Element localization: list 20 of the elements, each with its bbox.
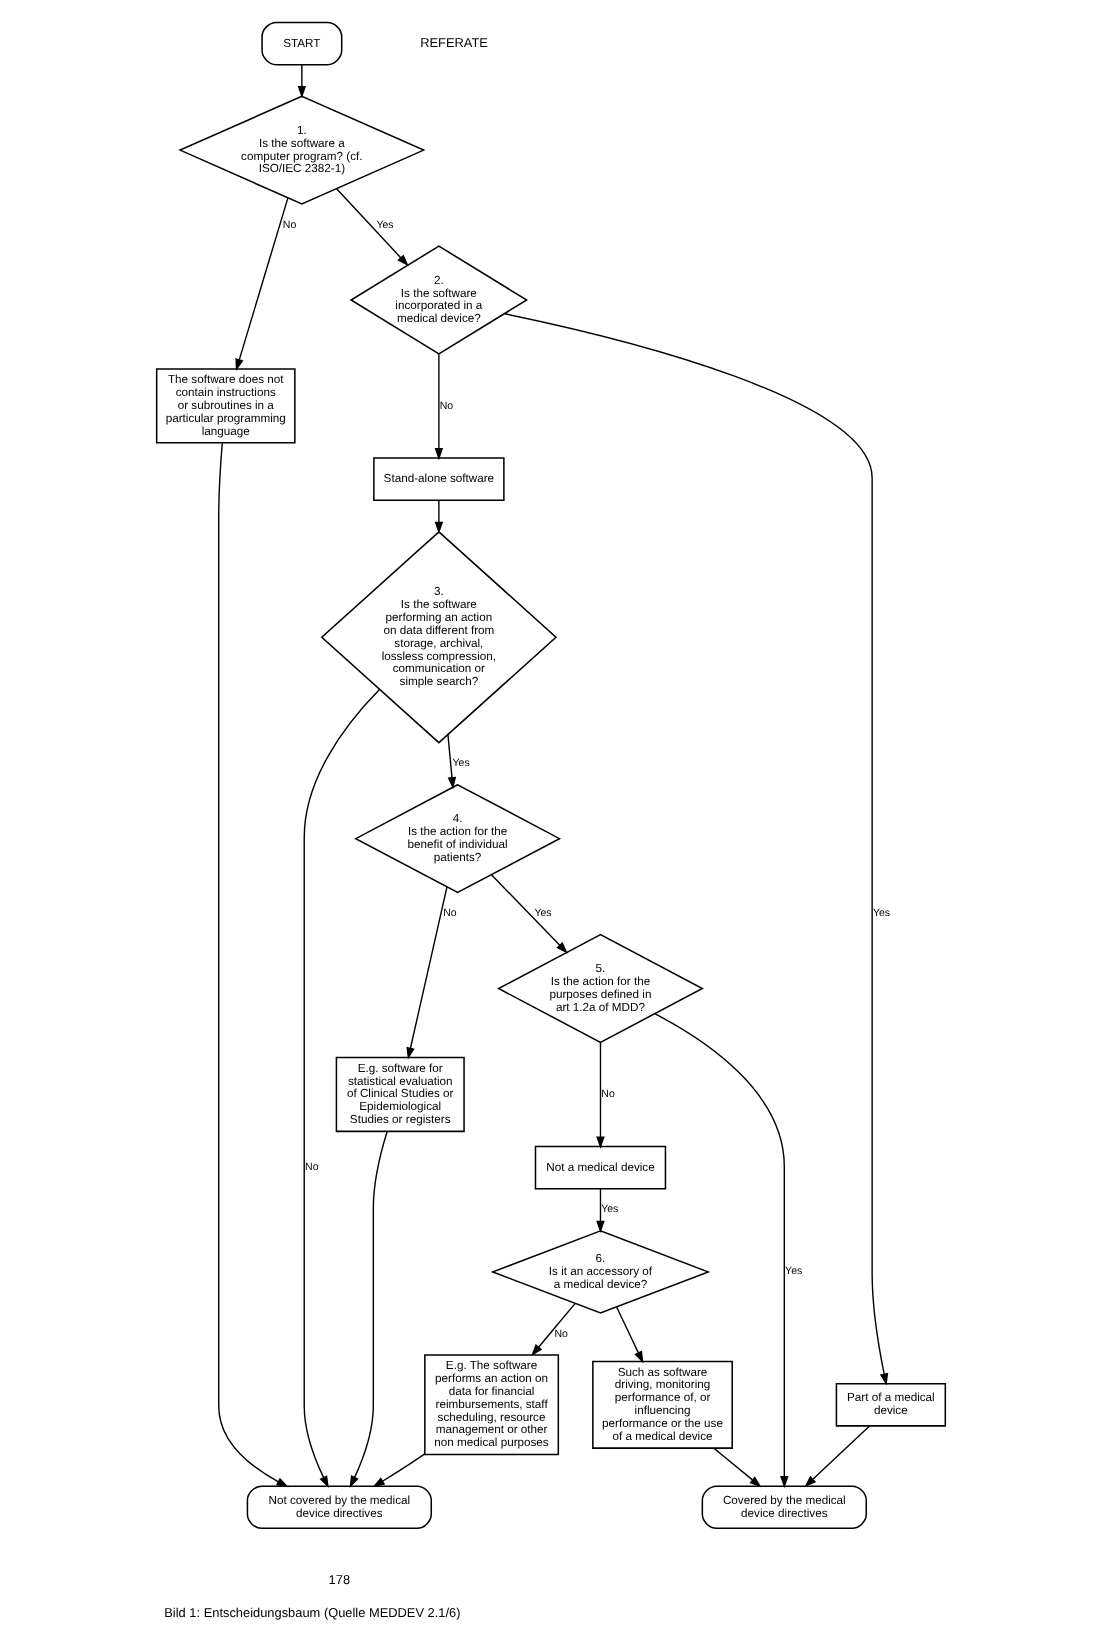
arrow xyxy=(531,1302,576,1357)
arrow xyxy=(654,1013,789,1489)
arrow xyxy=(297,64,307,99)
arrow xyxy=(235,197,289,371)
arrow xyxy=(303,688,381,1488)
arrow xyxy=(713,1447,762,1488)
arrow xyxy=(490,874,568,954)
arrow xyxy=(406,886,448,1060)
arrow xyxy=(504,313,889,1386)
arrow xyxy=(336,188,409,267)
arrow xyxy=(434,353,444,461)
arrow xyxy=(218,442,289,1488)
arrow xyxy=(804,1425,870,1488)
arrow xyxy=(349,1131,388,1488)
arrow xyxy=(596,1042,605,1149)
arrow xyxy=(615,1306,644,1364)
arrow xyxy=(434,499,444,534)
arrow xyxy=(596,1188,605,1233)
arrow xyxy=(372,1453,426,1488)
arrow xyxy=(447,734,457,790)
